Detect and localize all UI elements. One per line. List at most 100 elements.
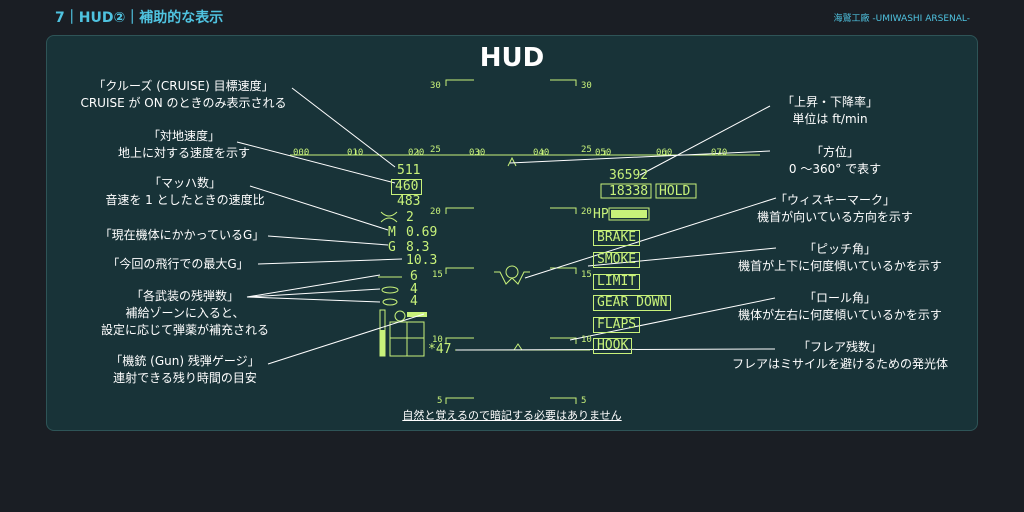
pitch-line-10-left xyxy=(445,337,474,344)
pitch-label-25-left: 25 xyxy=(430,145,441,155)
annotation-climb-desc: 単位は ft/min xyxy=(792,112,868,126)
pitch-label-25-right: 25 xyxy=(581,145,592,155)
ammo-bomb: 4 xyxy=(410,282,418,297)
pitch-label-5-right: 5 xyxy=(581,396,587,406)
annotation-mach-title: 「マッハ数」 xyxy=(148,176,221,190)
ground-speed: 511 xyxy=(397,163,421,178)
hold-label: HOLD xyxy=(659,184,691,199)
status-flaps: FLAPS xyxy=(593,317,641,333)
roll-marker xyxy=(513,343,523,351)
pitch-label-10-right: 10 xyxy=(581,335,592,345)
annotation-whiskey: 「ウィスキーマーク」 機首が向いている方向を示す xyxy=(740,192,930,226)
annotation-gun-title: 「機銃 (Gun) 残弾ゲージ」 xyxy=(110,354,260,368)
annotation-heading-desc: 0 〜360° で表す xyxy=(788,162,882,176)
ammo-rocket: 4 xyxy=(410,294,418,309)
heading-label-010: 010 xyxy=(347,148,364,158)
annotation-cruise-title: 「クルーズ (CRUISE) 目標速度」 xyxy=(93,79,274,93)
mach-label: M xyxy=(388,225,396,240)
pitch-line-10-right xyxy=(550,337,577,344)
annotation-max-g: 「今回の飛行での最大G」 xyxy=(98,256,258,273)
annotation-climb: 「上昇・下降率」 単位は ft/min xyxy=(760,94,900,128)
heading-label-000: 000 xyxy=(293,148,310,158)
footnote: 自然と覚えるので暗記する必要はありません xyxy=(402,409,622,422)
pitch-label-20-left: 20 xyxy=(430,207,441,217)
cruise-speed: 460 xyxy=(391,179,423,195)
mach-value: 0.69 xyxy=(406,225,438,240)
annotation-climb-title: 「上昇・下降率」 xyxy=(781,95,878,109)
annotation-mach: 「マッハ数」 音速を 1 としたときの速度比 xyxy=(90,175,280,209)
header: 7｜HUD②｜補助的な表示 海鷲工廠 -UMIWASHI ARSENAL- xyxy=(0,0,1024,32)
status-brake: BRAKE xyxy=(593,230,641,246)
pitch-line-15-left xyxy=(445,267,474,274)
annotation-roll-desc: 機体が左右に何度傾いているかを示す xyxy=(738,308,942,322)
heading-label-040: 040 xyxy=(533,148,550,158)
annotation-roll: 「ロール角」 機体が左右に何度傾いているかを示す xyxy=(720,290,960,324)
aoa-value: 2 xyxy=(406,210,414,225)
flare-count: *47 xyxy=(428,342,452,357)
hp-label: HP xyxy=(593,207,609,222)
annotation-pitch-desc: 機首が上下に何度傾いているかを示す xyxy=(738,259,942,273)
annotation-max-g-title: 「今回の飛行での最大G」 xyxy=(107,257,249,271)
hp-bar xyxy=(608,207,650,221)
annotation-roll-title: 「ロール角」 xyxy=(803,291,876,305)
annotation-cruise: 「クルーズ (CRUISE) 目標速度」 CRUISE が ON のときのみ表示… xyxy=(66,78,301,112)
annotation-gun-desc: 連射できる残り時間の目安 xyxy=(113,371,257,385)
altitude: 36592 xyxy=(609,168,649,183)
annotation-flare: 「フレア残数」 フレアはミサイルを避けるための発光体 xyxy=(712,339,968,373)
annotation-pitch-title: 「ピッチ角」 xyxy=(803,242,876,256)
heading-label-070: 070 xyxy=(711,148,728,158)
status-smoke: SMOKE xyxy=(593,252,641,268)
whiskey-mark xyxy=(505,265,519,279)
annotation-heading-title: 「方位」 xyxy=(810,145,859,159)
pitch-line-20-right xyxy=(550,207,577,214)
pitch-label-5-left: 5 xyxy=(437,396,443,406)
hp-bar-fill xyxy=(611,210,647,218)
annotation-current-g: 「現在機体にかかっているG」 xyxy=(92,227,272,244)
diagram-panel xyxy=(46,35,978,431)
annotation-ammo: 「各武装の残弾数」 補給ゾーンに入ると、 設定に応じて弾薬が補充される xyxy=(80,288,290,339)
brand-name: 海鷲工廠 -UMIWASHI ARSENAL- xyxy=(833,14,970,24)
annotation-ground-speed: 「対地速度」 地上に対する速度を示す xyxy=(104,128,264,162)
annotation-flare-desc: フレアはミサイルを避けるための発光体 xyxy=(731,357,948,371)
alt-hold-box xyxy=(600,183,652,199)
bomb-icon xyxy=(381,286,399,294)
rocket-icon xyxy=(382,298,398,306)
heading-label-030: 030 xyxy=(469,148,486,158)
status-hook: HOOK xyxy=(593,338,633,354)
ammo-missile: 6 xyxy=(410,269,418,284)
pitch-line-5-left xyxy=(445,397,474,404)
hold-box xyxy=(655,183,697,199)
annotation-ground-speed-title: 「対地速度」 xyxy=(147,129,220,143)
pitch-label-30-left: 30 xyxy=(430,81,441,91)
heading-label-060: 060 xyxy=(656,148,673,158)
annotation-ammo-desc2: 設定に応じて弾薬が補充される xyxy=(100,323,269,337)
annotation-pitch: 「ピッチ角」 機首が上下に何度傾いているかを示す xyxy=(720,241,960,275)
diagram-title: HUD xyxy=(479,43,545,73)
pitch-line-30-right xyxy=(550,79,577,86)
annotation-flare-title: 「フレア残数」 xyxy=(797,340,882,354)
annotation-whiskey-title: 「ウィスキーマーク」 xyxy=(774,193,895,207)
annotation-ammo-title: 「各武装の残弾数」 xyxy=(130,289,239,303)
g-value: 8.3 xyxy=(406,240,430,255)
annotation-cruise-desc: CRUISE が ON のときのみ表示される xyxy=(80,96,287,110)
annotation-ammo-desc1: 補給ゾーンに入ると、 xyxy=(125,306,245,320)
pitch-line-15-right xyxy=(550,267,577,274)
aoa-icon xyxy=(380,211,398,223)
heading-label-020: 020 xyxy=(408,148,425,158)
pitch-line-20-left xyxy=(445,207,474,214)
annotation-current-g-title: 「現在機体にかかっているG」 xyxy=(99,228,265,242)
pitch-line-30-left xyxy=(445,79,474,86)
pitch-line-5-right xyxy=(550,397,577,404)
status-limit: LIMIT xyxy=(593,274,641,290)
pitch-label-30-right: 30 xyxy=(581,81,592,91)
annotation-ground-speed-desc: 地上に対する速度を示す xyxy=(117,146,250,160)
annotation-mach-desc: 音速を 1 としたときの速度比 xyxy=(105,193,265,207)
annotation-heading: 「方位」 0 〜360° で表す xyxy=(770,144,900,178)
pitch-label-20-right: 20 xyxy=(581,207,592,217)
mach-speed: 483 xyxy=(397,194,421,209)
heading-label-050: 050 xyxy=(595,148,612,158)
alt-hold-value: 18338 xyxy=(609,184,649,199)
heading-caret xyxy=(507,156,517,167)
pitch-label-10-left: 10 xyxy=(432,335,443,345)
